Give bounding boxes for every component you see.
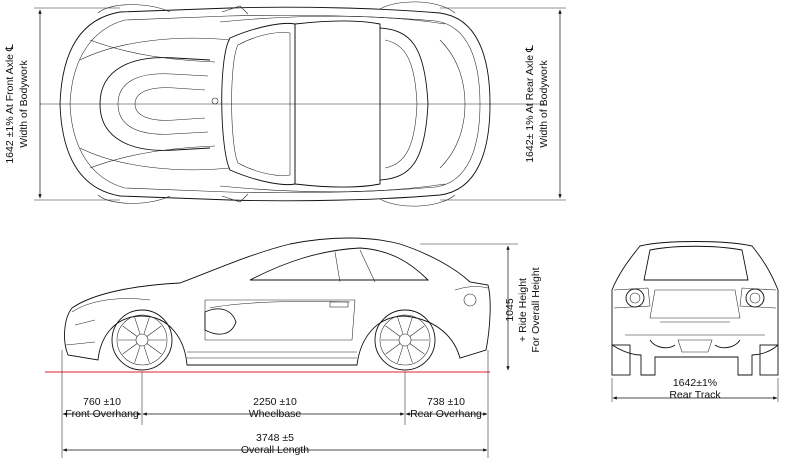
- front-overhang-value: 760 ±10: [83, 396, 121, 408]
- wheel-spoke: [409, 343, 425, 355]
- wheel-spoke: [134, 345, 141, 363]
- rear-width-label-line1: 1642± 1% At Rear Axle ℄: [524, 45, 536, 163]
- wheel-spoke: [397, 317, 404, 335]
- wheel-spoke: [146, 343, 162, 355]
- height-label-line1: + Ride Height: [517, 278, 529, 342]
- height-value: 1045: [504, 298, 516, 322]
- front-width-label-line1: 1642 ±1% At Front Axle ℄: [4, 44, 16, 164]
- wheel-spoke: [385, 325, 401, 337]
- wheel-spoke: [134, 317, 141, 335]
- wheel-spoke: [122, 325, 138, 337]
- front-width-label-line2: Width of Bodywork: [18, 59, 30, 147]
- rear-overhang-value: 738 ±10: [427, 396, 465, 408]
- top-view: 1642 ±1% At Front Axle ℄ Width of Bodywo…: [4, 1, 566, 207]
- front-overhang-label: Front Overhang: [65, 408, 139, 420]
- wheel-spoke: [146, 325, 162, 337]
- wheel-spoke: [406, 345, 413, 363]
- rear-track-value: 1642±1%: [673, 377, 717, 389]
- wheel-spoke: [397, 345, 404, 363]
- wheel-spoke: [409, 325, 425, 337]
- rear-wheel: [374, 309, 436, 371]
- wheelbase-value: 2250 ±10: [253, 396, 297, 408]
- height-label-line2: For Overall Height: [530, 267, 542, 352]
- overall-length-value: 3748 ±5: [256, 432, 294, 444]
- wheel-spoke: [143, 345, 150, 363]
- rear-track-label: Rear Track: [669, 389, 721, 401]
- wheel-spoke: [385, 343, 401, 355]
- wheel-spoke: [406, 317, 413, 335]
- side-view: 1045 + Ride Height For Overall Height 76…: [45, 237, 542, 458]
- rear-width-label-line2: Width of Bodywork: [538, 59, 550, 147]
- front-wheel: [111, 309, 173, 371]
- wheel-spoke: [122, 343, 138, 355]
- rear-view: 1642±1% Rear Track: [611, 241, 779, 402]
- wheelbase-label: Wheelbase: [249, 408, 302, 420]
- overall-length-label: Overall Length: [241, 444, 309, 456]
- wheel-spoke: [143, 317, 150, 335]
- rear-overhang-label: Rear Overhang: [410, 408, 482, 420]
